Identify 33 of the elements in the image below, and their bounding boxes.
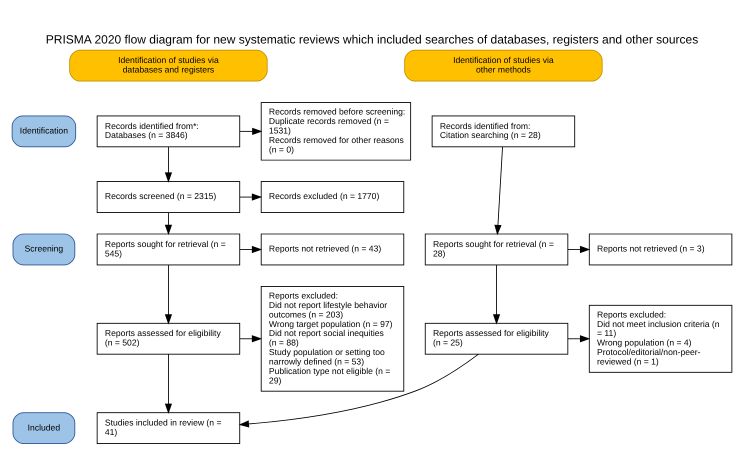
- node-box: Identification: [12, 114, 76, 147]
- arrow: [494, 146, 503, 235]
- node-box: Reports assessed for eligibility (n = 502): [96, 322, 240, 354]
- node-box: Reports sought for retrieval (n = 545): [96, 233, 240, 265]
- node-box: Records identified from: Citation searching (n = 28): [432, 114, 576, 147]
- arrow: [239, 245, 262, 253]
- node-box: Reports assessed for eligibility (n = 25): [424, 322, 568, 354]
- node-box: Records excluded (n = 1770): [260, 180, 404, 212]
- node-box: Reports not retrieved (n = 43): [260, 233, 404, 265]
- node-box: Reports excluded: Did not meet inclusion criteria (n = 11) Wrong population (n = 4) Protocol/editorial/non-peer-reviewed (n = 1): [588, 304, 732, 372]
- arrow: [164, 212, 172, 235]
- arrow: [164, 354, 172, 414]
- node-box: Reports excluded: Did not report lifestyle behavior outcomes (n = 203) Wrong target population (n = 97) Did not report social inequities (n = 88) Study population or setting too narrowly defined (n = 53) Publication type not eligible (n = 29): [260, 285, 404, 392]
- node-box: Records identified from*: Databases (n = 3846): [96, 114, 240, 147]
- arrow: [568, 245, 590, 253]
- arrow: [164, 146, 172, 182]
- node-box: Studies included in review (n = 41): [96, 412, 240, 444]
- node-box: Records screened (n = 2315): [96, 180, 240, 212]
- arrow: [568, 334, 590, 342]
- node-box: Identification of studies via databases and registers: [69, 49, 268, 82]
- node-box: Reports sought for retrieval (n = 28): [424, 233, 568, 265]
- node-box: Reports not retrieved (n = 3): [588, 233, 732, 265]
- node-box: Screening: [12, 233, 76, 265]
- diagram-title: PRISMA 2020 flow diagram for new systematic reviews which included searches of databases, registers and other sources: [46, 32, 698, 46]
- arrow: [492, 264, 500, 324]
- arrow: [238, 353, 479, 428]
- node-box: Identification of studies via other methods: [404, 49, 603, 82]
- arrow: [239, 192, 262, 200]
- node-box: Included: [12, 412, 76, 444]
- arrow: [239, 334, 262, 342]
- arrow: [164, 264, 172, 324]
- arrow: [239, 127, 262, 134]
- node-box: Records removed before screening: Duplicate records removed (n = 1531) Records removed for other reasons (n = 0): [260, 102, 412, 160]
